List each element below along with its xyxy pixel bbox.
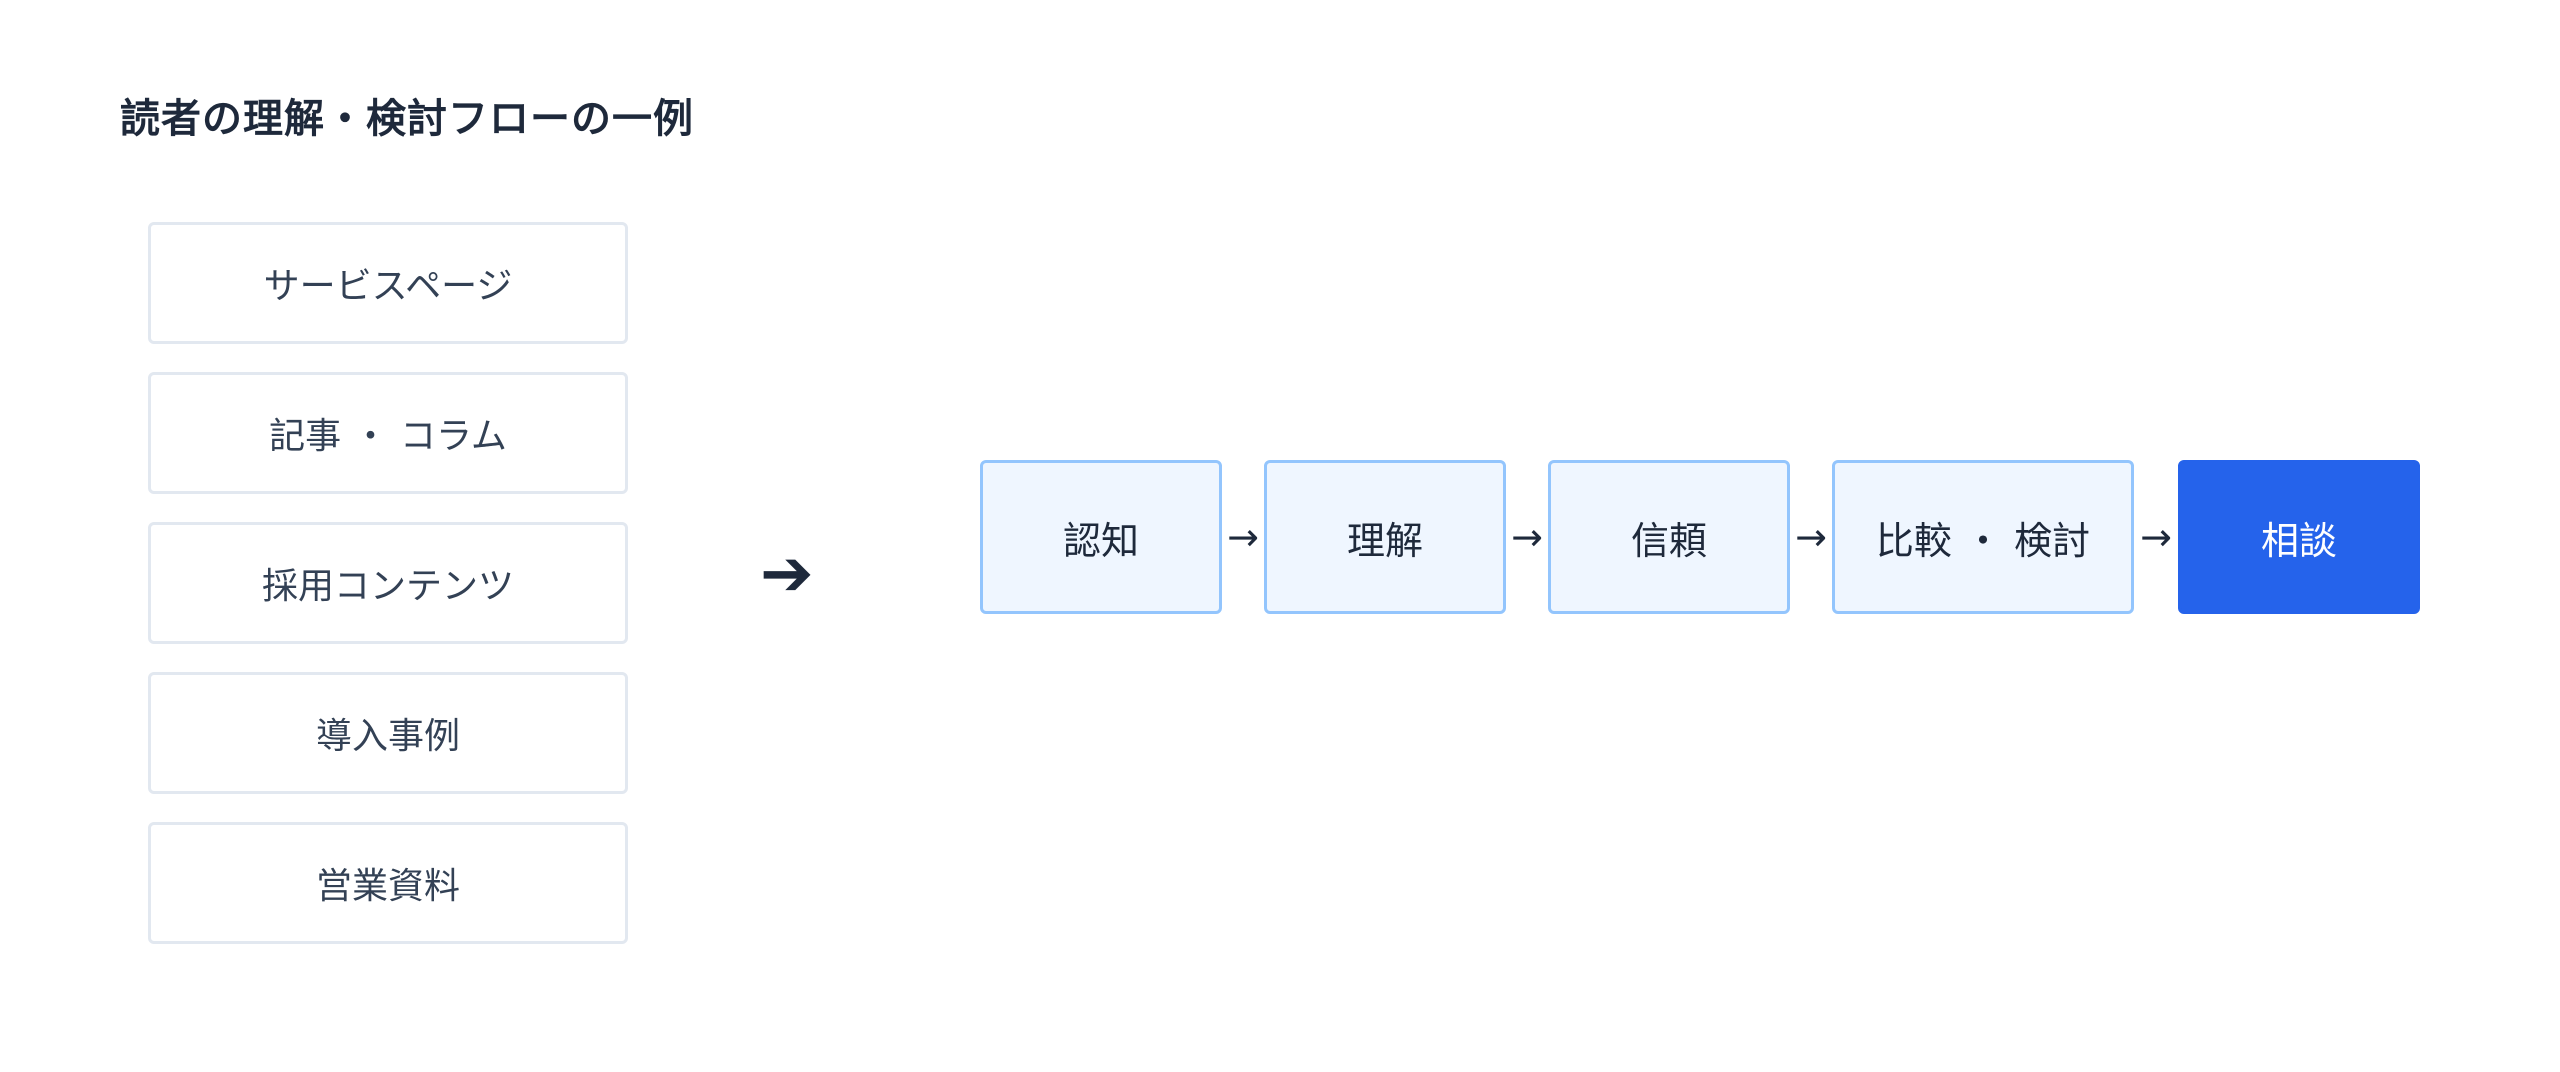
stage-awareness: 認知 <box>980 460 1222 614</box>
diagram-title: 読者の理解・検討フローの一例 <box>120 95 694 142</box>
source-case-studies: 導入事例 <box>148 672 628 794</box>
stage-consultation: 相談 <box>2178 460 2420 614</box>
stage-understanding: 理解 <box>1264 460 1506 614</box>
flow-arrow-icon: → <box>1511 515 1543 559</box>
content-sources: サービスページ 記事 ・ コラム 採用コンテンツ 導入事例 営業資料 <box>148 222 628 972</box>
stage-trust: 信頼 <box>1548 460 1790 614</box>
source-service-page: サービスページ <box>148 222 628 344</box>
source-recruiting-content: 採用コンテンツ <box>148 522 628 644</box>
stage-comparison: 比較 ・ 検討 <box>1832 460 2134 614</box>
reader-flow: 認知 → 理解 → 信頼 → 比較 ・ 検討 → 相談 <box>980 460 2420 614</box>
right-arrow-icon: ➔ <box>760 537 814 611</box>
source-articles-columns: 記事 ・ コラム <box>148 372 628 494</box>
source-sales-materials: 営業資料 <box>148 822 628 944</box>
flow-arrow-icon: → <box>1795 515 1827 559</box>
flow-arrow-icon: → <box>2140 515 2172 559</box>
flow-arrow-icon: → <box>1227 515 1259 559</box>
